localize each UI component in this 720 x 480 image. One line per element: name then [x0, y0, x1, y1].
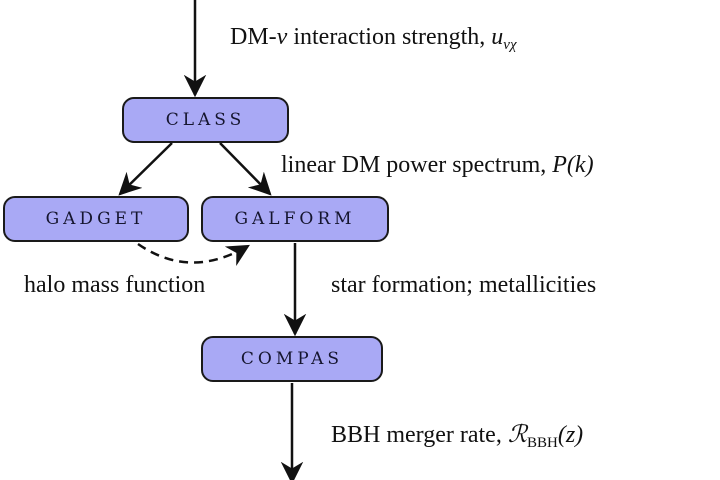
node-class: CLASS: [122, 97, 289, 143]
label-dm-nu-rest: interaction strength,: [287, 24, 492, 50]
label-bbh-var: ℛ: [507, 422, 527, 448]
label-u-subscript: νχ: [503, 37, 517, 53]
edge-class-to-galform: [219, 142, 272, 196]
label-bbh-text: BBH merger rate,: [331, 422, 508, 448]
edge-gadget-to-galform-dashed: [137, 242, 250, 266]
node-gadget: GADGET: [3, 196, 189, 242]
label-power-spectrum: linear DM power spectrum, P(k): [281, 152, 594, 179]
label-bbh-subscript: BBH: [527, 435, 558, 451]
edge-class-to-gadget: [118, 142, 173, 196]
label-bbh-merger-rate: BBH merger rate, ℛBBH(z): [331, 420, 584, 451]
label-nu-symbol: ν: [276, 24, 288, 50]
label-dm-nu-interaction: DM-ν interaction strength, uνχ: [230, 24, 517, 53]
label-star-formation: star formation; metallicities: [331, 272, 597, 298]
label-bbh-arg: (z): [557, 422, 584, 448]
label-dm-nu-text: DM-: [230, 24, 277, 50]
node-compas: COMPAS: [201, 336, 383, 382]
label-halo-mass-function: halo mass function: [24, 272, 206, 298]
label-u-var: u: [491, 24, 504, 50]
label-pk-var: P(k): [552, 152, 594, 178]
label-pk-text: linear DM power spectrum,: [281, 152, 553, 178]
node-galform: GALFORM: [201, 196, 389, 242]
